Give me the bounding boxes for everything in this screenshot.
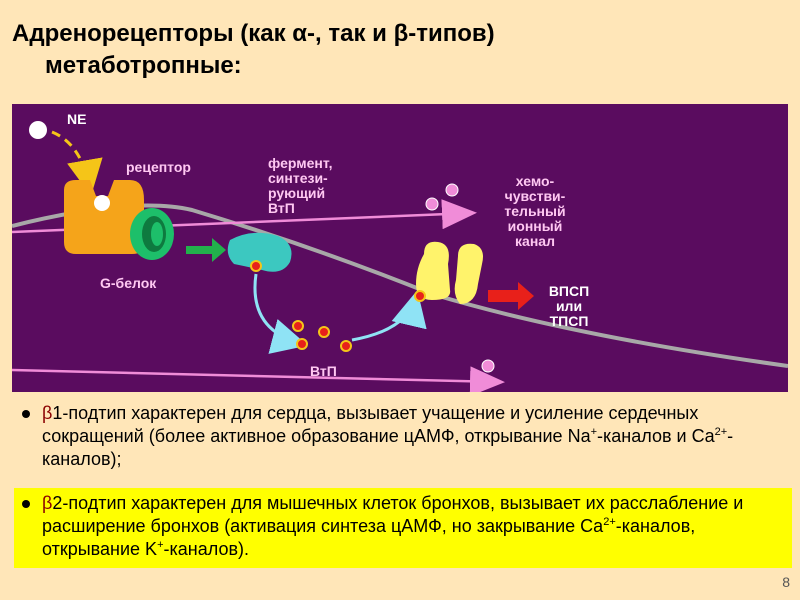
ion-dot	[425, 197, 439, 211]
title-line-1: Адренорецепторы (как α-, так и β-типов)	[12, 20, 495, 47]
ion-dot	[481, 359, 495, 373]
vtp-dot	[296, 338, 308, 350]
green-arrow	[186, 238, 226, 262]
enzyme-label: фермент, синтези- рующий ВтП	[268, 156, 333, 216]
ion-channel-right	[454, 243, 483, 304]
superscript: 2+	[714, 426, 728, 438]
bullet-dot	[22, 410, 30, 418]
channel-label: хемо- чувстви- тельный ионный канал	[490, 174, 580, 249]
bullet-text: 2-подтип характерен для мышечных клеток …	[42, 493, 744, 536]
superscript: +	[590, 426, 598, 438]
title-line-2: метаботропные:	[45, 52, 242, 79]
ne-ligand	[29, 121, 47, 139]
result-label-line: или	[555, 298, 583, 314]
vtp-label: ВтП	[310, 363, 337, 379]
cyan-arrow-up	[351, 290, 427, 342]
highlight-box	[14, 488, 792, 568]
vtp-dot	[292, 320, 304, 332]
vtp-dot	[318, 326, 330, 338]
vtp-dot	[340, 340, 352, 352]
bullet-beta2-text: β2-подтип характерен для мышечных клеток…	[20, 492, 790, 561]
channel-label-line: чувстви-	[504, 188, 566, 204]
channel-label-line: тельный	[504, 203, 566, 219]
page-number: 8	[782, 574, 790, 590]
ion-dot	[445, 183, 459, 197]
receptor-shape	[64, 180, 144, 254]
ion-channel-left	[416, 241, 451, 300]
channel-label-line: хемо-	[515, 173, 555, 189]
bullet-text: -каналов и Ca	[597, 426, 715, 446]
beta-symbol: β	[42, 403, 53, 423]
enzyme-label-line: рующий	[268, 185, 326, 201]
receptor-label: рецептор	[126, 159, 191, 175]
cyan-arrow-down	[253, 273, 308, 354]
superscript: +	[157, 539, 164, 551]
pink-arrow-bottom	[12, 366, 505, 392]
ne-label: NE	[67, 111, 87, 127]
channel-label-line: ионный	[507, 218, 563, 234]
enzyme-shape	[227, 232, 292, 272]
bullet-text: -каналов, открывание K	[42, 516, 696, 559]
receptor-diagram: NE рецептор фермент, синтези- рующий ВтП…	[12, 104, 788, 392]
bullet-text: -каналов).	[163, 539, 250, 559]
enzyme-label-line: фермент,	[268, 155, 333, 171]
diagram-graphics	[12, 121, 788, 392]
result-label-line: ВПСП	[548, 283, 590, 299]
bullet-beta1: β1-подтип характерен для сердца, вызывае…	[20, 402, 790, 471]
beta-symbol: β	[42, 493, 53, 513]
red-arrow	[488, 282, 534, 310]
gprotein-label: G-белок	[100, 275, 157, 291]
bullet-text: -каналов);	[42, 426, 734, 469]
bullet-beta2: β2-подтип характерен для мышечных клеток…	[20, 492, 790, 561]
bullet-beta1-text: β1-подтип характерен для сердца, вызывае…	[20, 402, 790, 471]
channel-label-line: канал	[515, 233, 555, 249]
enzyme-label-line: ВтП	[268, 200, 295, 216]
result-label: ВПСП или ТПСП	[544, 284, 594, 329]
bullet-dot	[22, 500, 30, 508]
enzyme-label-line: синтези-	[268, 170, 328, 186]
superscript: 2+	[603, 516, 616, 528]
receptor-bound-ne	[94, 195, 110, 211]
bullet-text: 1-подтип характерен для сердца, вызывает…	[42, 403, 699, 446]
slide-title: Адренорецепторы (как α-, так и β-типов) …	[12, 18, 792, 82]
result-label-line: ТПСП	[549, 313, 589, 329]
